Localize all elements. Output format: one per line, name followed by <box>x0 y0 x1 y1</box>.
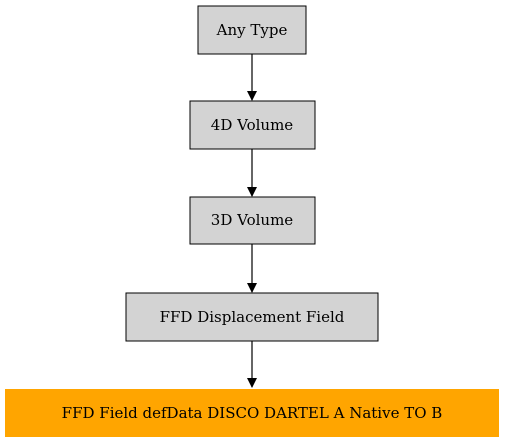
node-label: 4D Volume <box>211 116 294 134</box>
node-ffd-field-defdata[interactable]: FFD Field defData DISCO DARTEL A Native … <box>5 389 499 437</box>
node-box <box>189 196 316 245</box>
node-label: Any Type <box>216 21 288 39</box>
node-box <box>125 292 379 342</box>
node-any-type[interactable]: Any Type <box>197 5 307 55</box>
node-box <box>197 5 307 55</box>
node-label: FFD Displacement Field <box>160 308 345 326</box>
node-box <box>5 389 499 437</box>
node-4d-volume[interactable]: 4D Volume <box>189 100 316 150</box>
node-label: FFD Field defData DISCO DARTEL A Native … <box>62 404 443 422</box>
node-label: 3D Volume <box>211 211 294 229</box>
node-3d-volume[interactable]: 3D Volume <box>189 196 316 245</box>
node-ffd-displacement-field[interactable]: FFD Displacement Field <box>125 292 379 342</box>
node-box <box>189 100 316 150</box>
